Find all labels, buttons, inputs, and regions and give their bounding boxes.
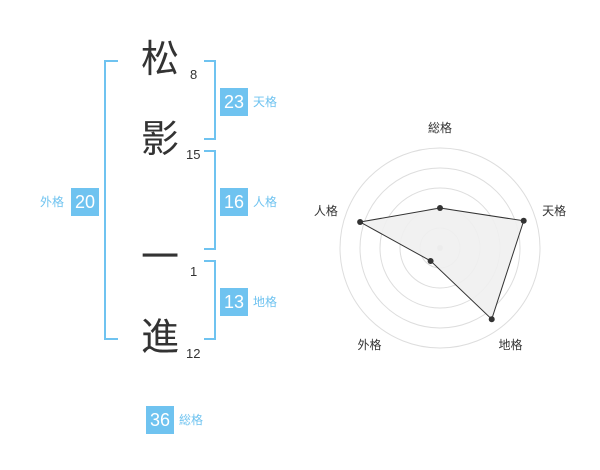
chikaku-score: 13 — [220, 288, 248, 316]
radar-point-1 — [437, 205, 443, 211]
name-char-3: 一 — [141, 235, 180, 279]
jinkaku-label: 人格 — [253, 195, 278, 209]
stroke-count-3: 1 — [190, 264, 198, 279]
radar-axis-label-4: 外格 — [357, 337, 381, 352]
gaikaku-bracket — [104, 60, 118, 340]
gaikaku-label: 外格 — [40, 195, 65, 209]
radar-area — [358, 207, 525, 321]
radar-axis-label-5: 人格 — [314, 203, 338, 218]
soukaku-score: 36 — [146, 406, 174, 434]
stroke-count-4: 12 — [186, 346, 201, 361]
tenkaku-bracket — [204, 60, 216, 140]
radar-ring-5 — [339, 147, 541, 349]
stroke-count-1: 8 — [190, 67, 198, 82]
radar-ring-4 — [359, 167, 521, 329]
name-char-4: 進 — [141, 315, 180, 359]
chikaku-label: 地格 — [253, 295, 278, 309]
radar-axis-label-2: 天格 — [542, 203, 566, 218]
tenkaku-label: 天格 — [253, 95, 278, 109]
radar-point-5 — [357, 219, 364, 226]
stroke-count-2: 15 — [186, 147, 201, 162]
jinkaku-score: 16 — [220, 188, 248, 216]
name-char-1: 松 — [141, 37, 180, 81]
radar-point-3 — [488, 316, 495, 323]
radar-axis-label-1: 総格 — [428, 120, 452, 135]
gaikaku-score: 20 — [71, 188, 99, 216]
radar-point-2 — [520, 217, 527, 224]
tenkaku-score: 23 — [220, 88, 248, 116]
name-char-2: 影 — [141, 117, 180, 161]
soukaku-label: 総格 — [179, 413, 204, 427]
radar-point-4 — [427, 257, 434, 264]
jinkaku-bracket — [204, 150, 216, 250]
radar-axis-label-3: 地格 — [499, 337, 523, 352]
chikaku-bracket — [204, 260, 216, 340]
